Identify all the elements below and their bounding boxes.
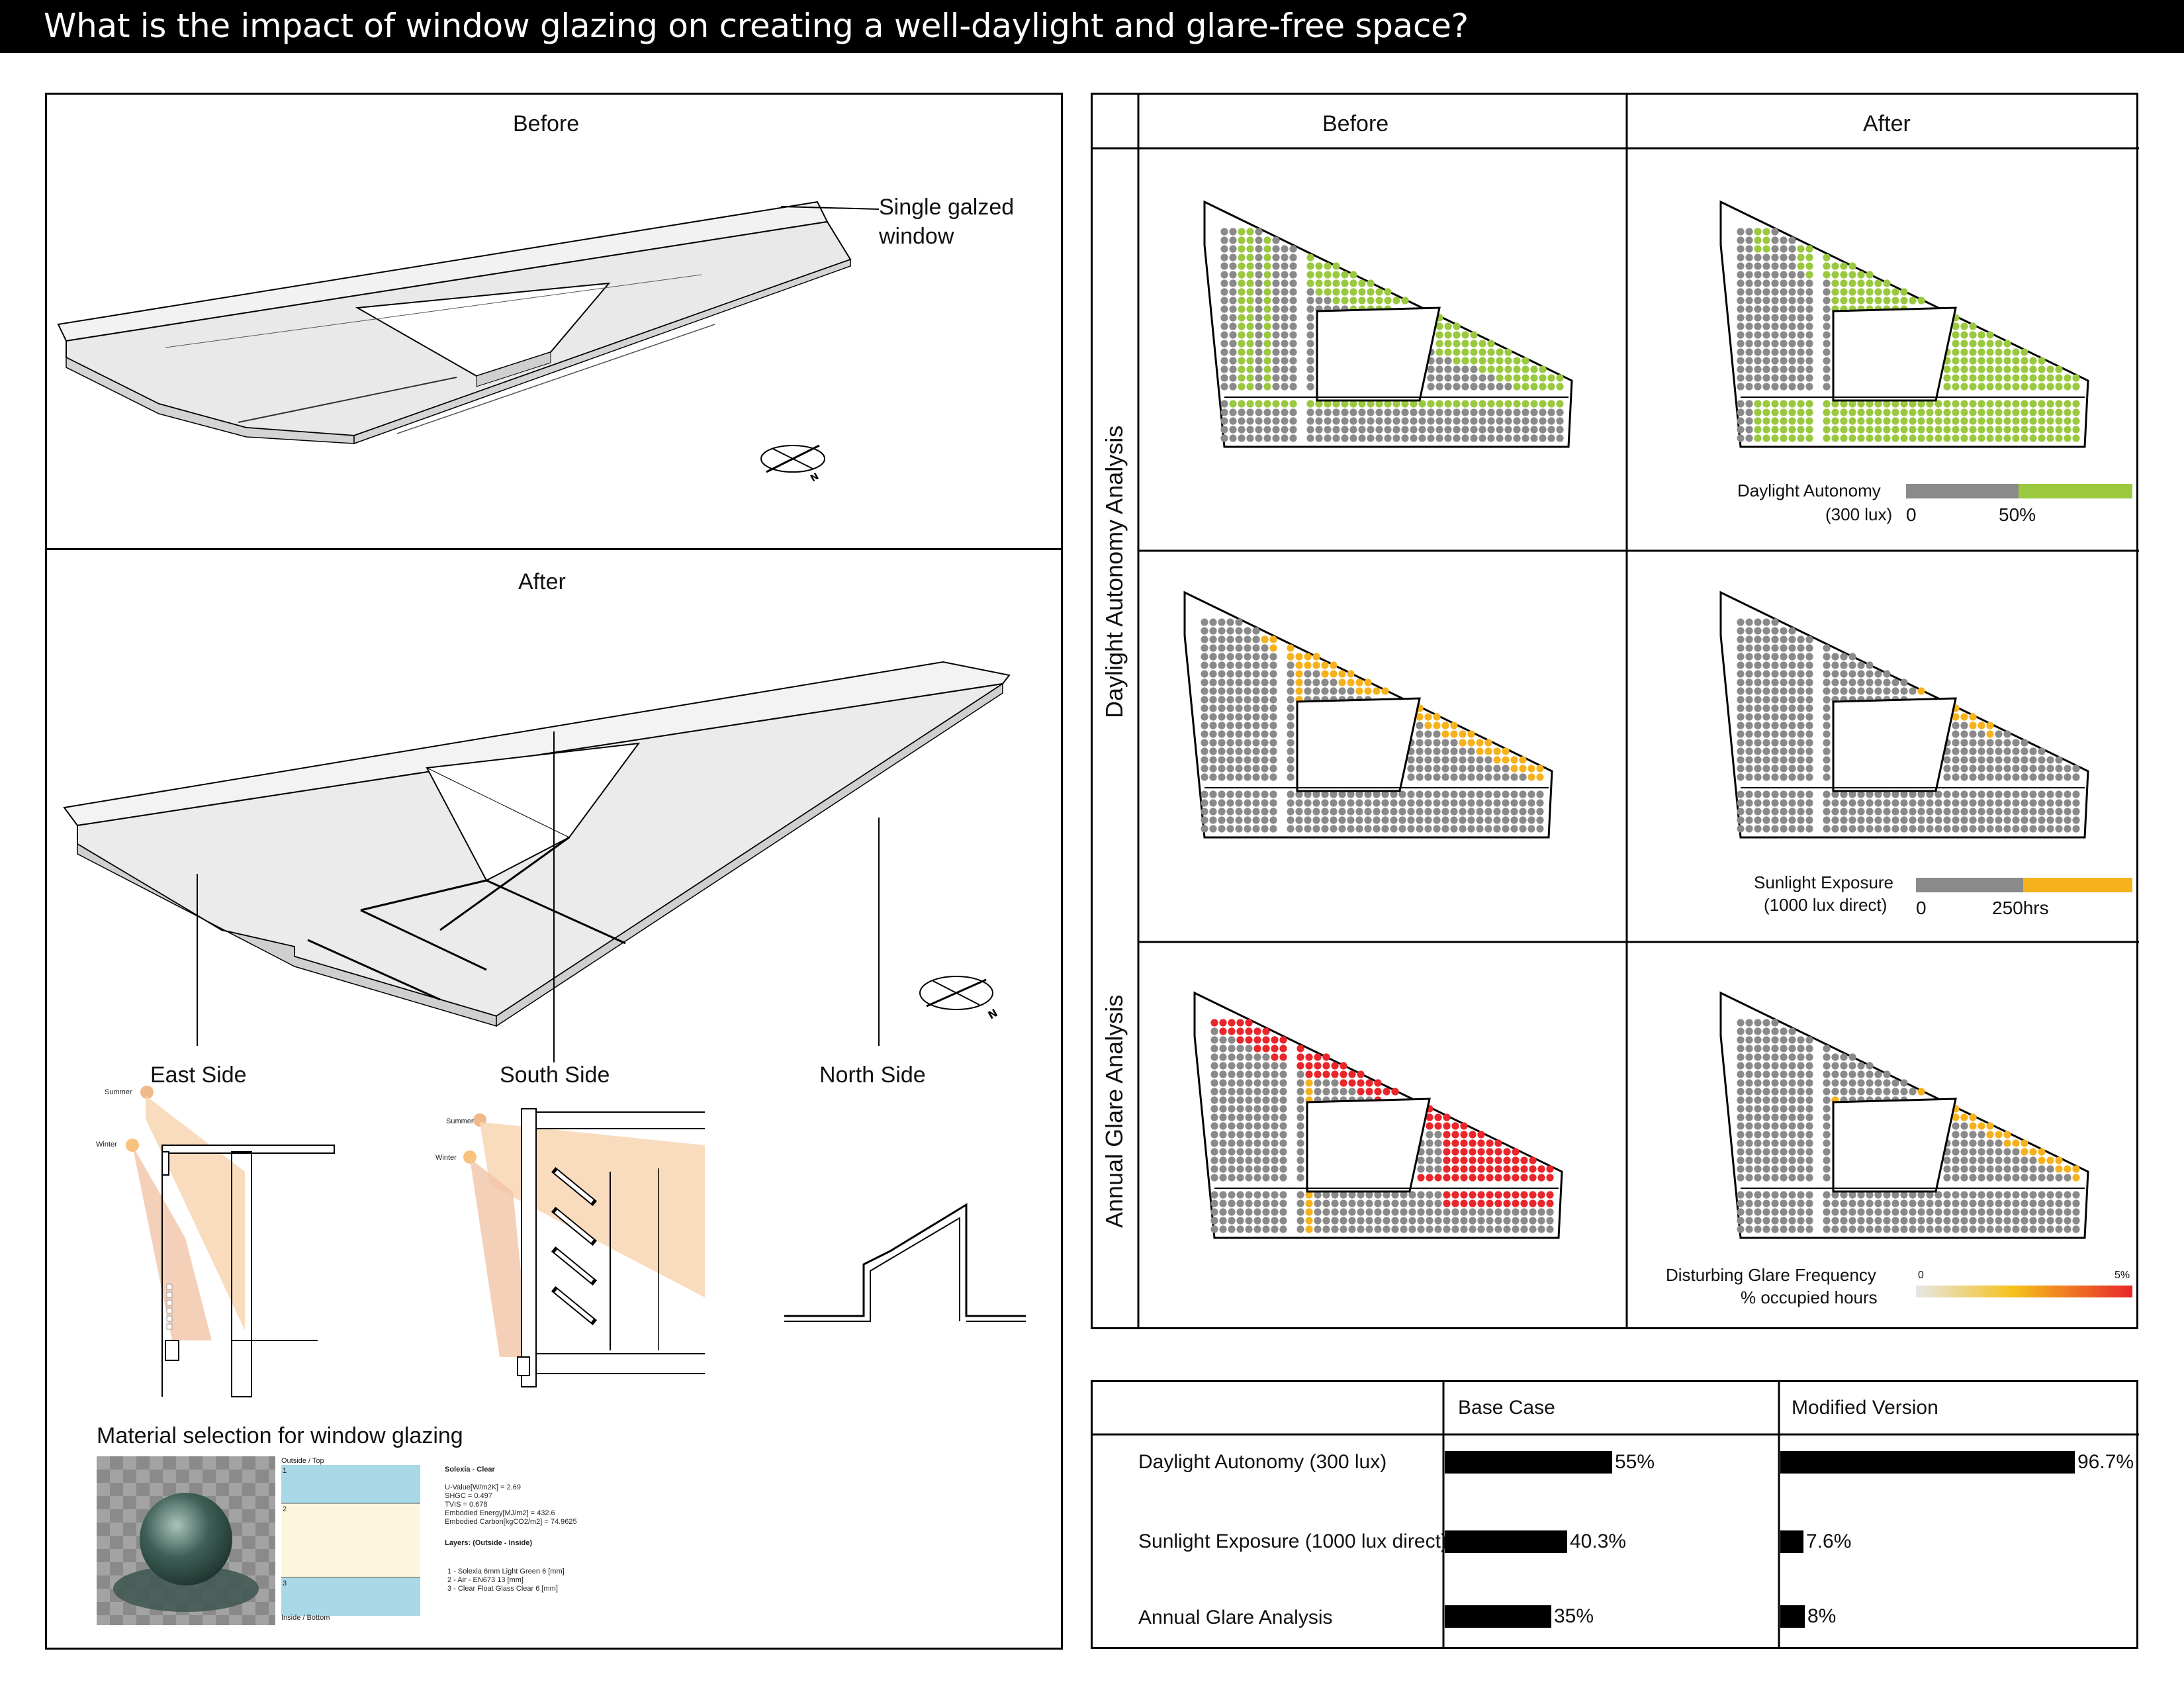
after-label: After	[518, 569, 566, 594]
east-winter-label: Winter	[96, 1141, 117, 1149]
legend-glare-gradient	[1916, 1286, 2132, 1297]
material-layer-1: 1 - Solexia 6mm Light Green 6 [mm]	[447, 1568, 565, 1575]
material-heading: Material selection for window glazing	[97, 1423, 463, 1448]
col-after-label: After	[1863, 111, 1911, 136]
legend-glare-max: 5%	[2115, 1270, 2130, 1281]
bar-label-base-0: 55%	[1615, 1451, 1655, 1473]
south-side-label: South Side	[500, 1062, 610, 1088]
bar-label-base-2: 35%	[1554, 1605, 1594, 1627]
material-layer-3: 3 - Clear Float Glass Clear 6 [mm]	[447, 1585, 558, 1593]
col-before-label: Before	[1322, 111, 1389, 136]
material-layers-heading: Layers: (Outside - Inside)	[445, 1539, 533, 1547]
bar-label-base-1: 40.3%	[1570, 1530, 1627, 1552]
plan-glare-after	[1719, 991, 2089, 1239]
bar-modified-1	[1780, 1530, 1803, 1553]
layer-1-label: 1	[283, 1467, 287, 1475]
legend-se-sub: (1000 lux direct)	[1764, 895, 1888, 915]
plan-daylight-after	[1719, 200, 2089, 448]
bar-label-modified-1: 7.6%	[1806, 1530, 1852, 1552]
table-row-label-da: Daylight Autonomy (300 lux)	[1138, 1451, 1387, 1473]
table-row-label-glare: Annual Glare Analysis	[1138, 1607, 1333, 1628]
material-prop-3: TVIS = 0.678	[445, 1501, 488, 1509]
legend-glare-min: 0	[1918, 1270, 1924, 1281]
left-divider	[45, 548, 1063, 550]
legend-da-sub: (300 lux)	[1825, 504, 1893, 524]
plan-sunlight-before	[1183, 590, 1553, 839]
before-floorplan-axonometric	[57, 201, 880, 445]
before-label: Before	[513, 111, 580, 136]
legend-se-title: Sunlight Exposure	[1754, 872, 1894, 892]
north-side-label: North Side	[819, 1062, 926, 1088]
glass-material-render	[97, 1456, 275, 1625]
legend-se-bar-orange	[2023, 878, 2132, 892]
title-bar	[0, 0, 2184, 53]
bar-modified-0	[1780, 1451, 2075, 1474]
legend-da-title: Daylight Autonomy	[1737, 481, 1881, 500]
legend-glare-sub: % occupied hours	[1741, 1288, 1878, 1307]
east-section-diagram	[126, 1086, 335, 1397]
south-section-diagram	[463, 1108, 705, 1387]
bar-modified-2	[1780, 1605, 1805, 1628]
material-prop-4: Embodied Energy[MJ/m2] = 432.6	[445, 1509, 555, 1517]
row-daylight-label: Daylight Autonomy Analysis	[1101, 425, 1128, 718]
south-summer-label: Summer	[446, 1117, 474, 1125]
legend-da-bar-green	[2019, 484, 2132, 498]
layer-2-label: 2	[283, 1505, 287, 1513]
table-row-label-se: Sunlight Exposure (1000 lux direct)	[1138, 1530, 1447, 1552]
legend-se-min: 0	[1916, 898, 1927, 918]
plan-daylight-before	[1203, 200, 1573, 448]
compass-icon-after: N	[919, 976, 1000, 1021]
plan-sunlight-after	[1719, 590, 2089, 839]
glazing-layers-diagram	[281, 1465, 420, 1616]
material-prop-5: Embodied Carbon[kgCO2/m2] = 74.9625	[445, 1518, 577, 1526]
legend-se-bar-grey	[1916, 878, 2023, 892]
legend-glare-title: Disturbing Glare Frequency	[1666, 1265, 1876, 1285]
material-prop-2: SHGC = 0.497	[445, 1492, 492, 1500]
table-header-base: Base Case	[1458, 1397, 1555, 1419]
bar-base-2	[1445, 1605, 1551, 1628]
row-glare-label: Annual Glare Analysis	[1101, 994, 1128, 1228]
east-side-label: East Side	[150, 1062, 247, 1088]
layer-3-label: 3	[283, 1579, 287, 1587]
north-section-diagram	[784, 1203, 1026, 1322]
analysis-grid	[1091, 93, 2139, 1329]
page-title: What is the impact of window glazing on …	[44, 7, 1469, 45]
svg-text:N: N	[809, 471, 821, 485]
layer-top-label: Outside / Top	[281, 1457, 324, 1465]
material-prop-1: U-Value[W/m2K] = 2.69	[445, 1483, 522, 1491]
bar-label-modified-2: 8%	[1807, 1605, 1837, 1627]
table-header-modified: Modified Version	[1792, 1397, 1938, 1419]
after-floorplan-axonometric	[63, 661, 1011, 1062]
annotation-line1: Single galzed	[879, 195, 1015, 220]
bar-label-modified-0: 96.7%	[2077, 1451, 2134, 1473]
plan-glare-before	[1193, 991, 1563, 1239]
layer-bottom-label: Inside / Bottom	[281, 1614, 330, 1622]
south-winter-label: Winter	[435, 1154, 457, 1162]
east-summer-label: Summer	[105, 1088, 132, 1096]
svg-text:N: N	[986, 1006, 1000, 1021]
material-layer-2: 2 - Air - EN673 13 [mm]	[447, 1576, 523, 1584]
annotation-line2: window	[879, 224, 954, 249]
legend-da-min: 0	[1906, 504, 1917, 525]
bar-base-1	[1445, 1530, 1567, 1553]
bar-base-0	[1445, 1451, 1612, 1474]
legend-se-mid: 250hrs	[1992, 898, 2049, 918]
compass-icon: N	[760, 444, 825, 485]
summary-table-grid	[1091, 1380, 2139, 1649]
legend-da-mid: 50%	[1999, 504, 2036, 525]
material-name: Solexia - Clear	[445, 1466, 495, 1474]
legend-da-bar-grey	[1906, 484, 2019, 498]
